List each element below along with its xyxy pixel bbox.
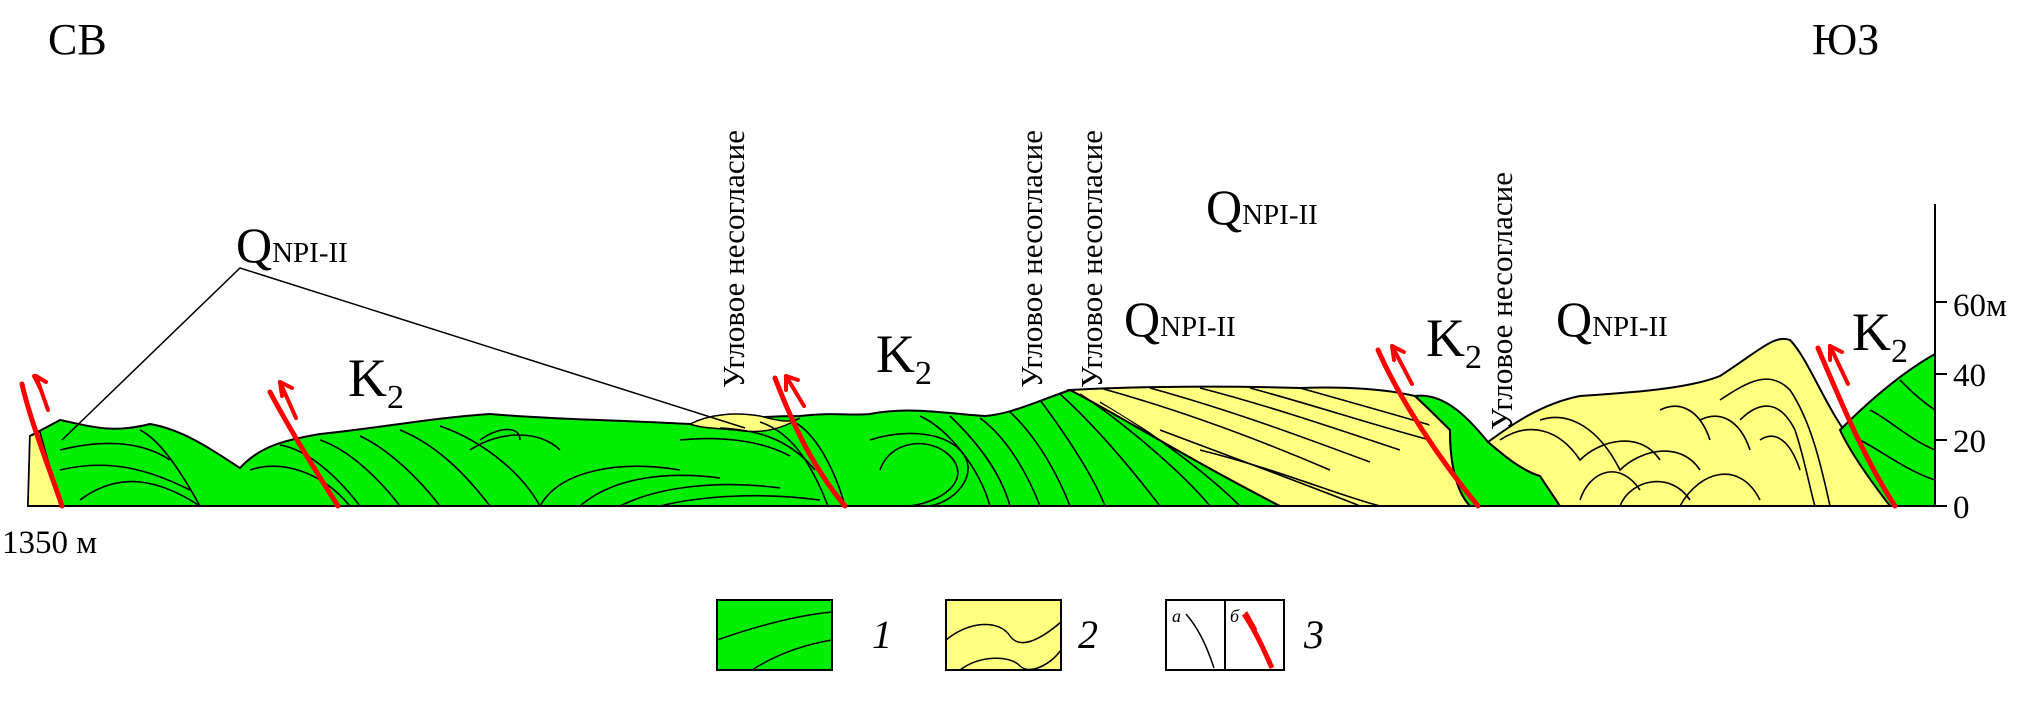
legend-number-2: 2 <box>1078 612 1098 657</box>
unconformity-label-1: Угловое несогласие <box>716 130 751 388</box>
fault-arrows <box>32 344 1850 420</box>
scale-tick-0: 0 <box>1953 490 1970 526</box>
legend-item-2: 2 <box>945 599 1098 671</box>
direction-northeast: СВ <box>48 15 107 64</box>
scale-tick-20: 20 <box>1953 424 1986 460</box>
bedding-lines-left <box>59 419 846 506</box>
bedding-lines-center <box>869 393 1241 506</box>
k2-label-3: K2 <box>1426 308 1482 376</box>
fault-4 <box>1375 347 1481 509</box>
k2-label-2: K2 <box>876 324 932 392</box>
k2-green-body <box>26 388 1281 507</box>
legend-sub-b: б <box>1230 606 1240 626</box>
legend-item-3: а б 3 <box>1165 599 1324 671</box>
vertical-scale <box>1934 204 1947 507</box>
legend: 1 2 а б 3 <box>716 599 1324 671</box>
q-yellow-body-right <box>1486 337 1892 507</box>
scale-tick-40: 40 <box>1953 358 1986 394</box>
faults <box>19 345 1898 509</box>
legend-number-1: 1 <box>872 612 892 657</box>
bedding-lines-right-green <box>1859 379 1935 481</box>
legend-number-3: 3 <box>1303 612 1324 657</box>
k2-label-1: K2 <box>348 348 404 416</box>
unconformity-label-4: Угловое несогласие <box>1484 172 1519 430</box>
bedding-lines-right-yellow <box>1499 378 1831 506</box>
fault-2 <box>267 389 341 509</box>
direction-southwest: ЮЗ <box>1812 15 1879 64</box>
legend-item-1: 1 <box>716 599 892 671</box>
unconformity-label-3: Угловое несогласие <box>1074 130 1109 388</box>
bedding-lines-middle-yellow <box>1099 387 1441 506</box>
legend-sub-a: а <box>1172 606 1181 626</box>
distance-label: 1350 м <box>2 525 97 561</box>
k2-label-4: K2 <box>1852 302 1908 370</box>
fault-3 <box>772 375 848 509</box>
q-label-2: QNPI-II <box>1206 179 1318 235</box>
scale-tick-60: 60м <box>1953 288 2007 324</box>
label-leader-lines <box>61 267 746 441</box>
q-label-1: QNPI-II <box>236 217 348 273</box>
unconformity-label-2: Угловое несогласие <box>1014 130 1049 388</box>
q-label-4: QNPI-II <box>1556 291 1668 347</box>
fault-5 <box>1815 345 1898 509</box>
fault-1 <box>19 381 65 509</box>
q-label-3: QNPI-II <box>1124 291 1236 347</box>
